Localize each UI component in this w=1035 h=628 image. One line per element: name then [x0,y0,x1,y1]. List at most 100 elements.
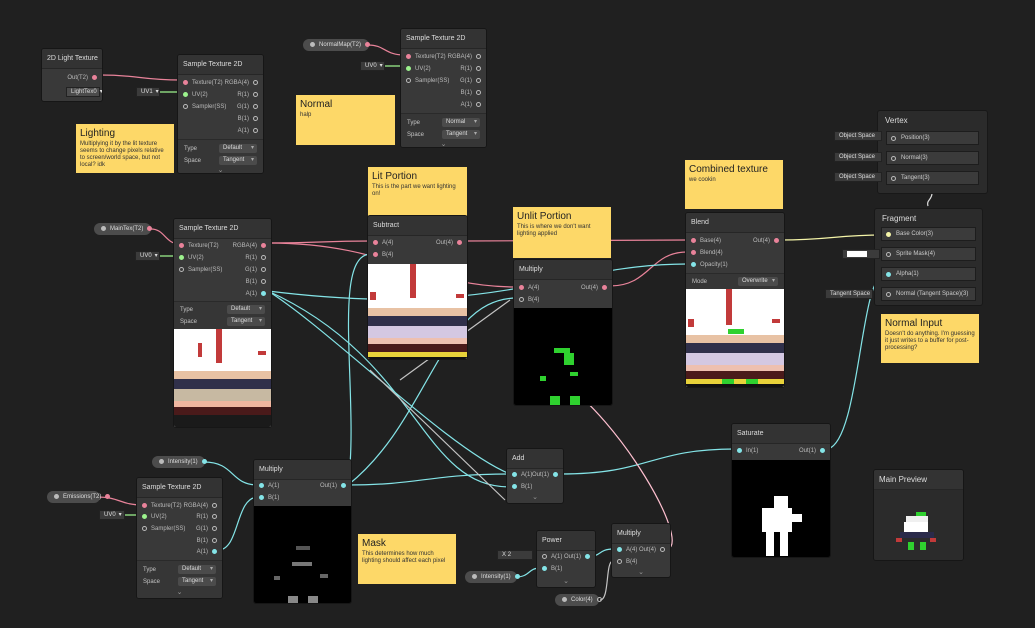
sampler-port[interactable]: Sampler(SS) [183,101,226,113]
a-port[interactable]: A(1) [461,99,481,111]
b-port[interactable]: B(1) [197,535,217,547]
intensity-property-1[interactable]: Intensity(1) [152,456,207,468]
normal-ts-block[interactable]: Normal (Tangent Space)(3) [881,287,976,301]
type-select[interactable]: Normal [442,118,480,127]
port-dot[interactable] [253,91,258,97]
multiply-color-node[interactable]: Multiply A(4) B(4) Out(4) ⌄ [611,523,671,578]
port-dot[interactable] [179,242,184,248]
r-port[interactable]: R(1) [245,252,266,264]
b-port[interactable]: B(1) [238,113,258,125]
port-dot[interactable] [737,447,742,453]
b-port[interactable]: B(4) [617,556,637,568]
port-dot[interactable] [891,156,896,161]
port-dot[interactable] [259,494,264,500]
collapse-chevron-icon[interactable]: ⌄ [532,494,538,501]
port-dot[interactable] [886,272,891,277]
sticky-note-normal[interactable]: Normal halp [296,95,395,145]
port-dot[interactable] [261,278,266,284]
tangent-space-chip[interactable]: Tangent Space [825,289,873,299]
port-dot[interactable] [617,546,622,552]
port-dot[interactable] [457,239,462,245]
out-port[interactable]: Out(4) [639,544,665,556]
rgba-port[interactable]: RGBA(4) [225,77,258,89]
power-node[interactable]: Power A(1) B(1) Out(1) ⌄ [536,530,596,588]
r-port[interactable]: R(1) [237,89,258,101]
g-port[interactable]: G(1) [460,75,481,87]
port-dot[interactable] [253,79,258,85]
port-dot[interactable] [476,65,481,71]
sticky-note-combined[interactable]: Combined texture we cookin [685,160,783,209]
port-dot[interactable] [774,237,779,243]
uv1-chip[interactable]: UV1▾ [136,87,160,97]
r-port[interactable]: R(1) [460,63,481,75]
port-dot[interactable] [212,502,217,508]
port-dot[interactable] [92,74,97,80]
space-select[interactable]: Tangent [227,317,265,326]
sampler-port[interactable]: Sampler(SS) [179,264,222,276]
sample-texture-light-node[interactable]: Sample Texture 2D Texture(T2) UV(2) Samp… [177,54,264,174]
port-dot[interactable] [406,77,411,83]
normal-block[interactable]: Normal(3) [886,151,979,165]
port-dot[interactable] [341,482,346,488]
b-port[interactable]: B(1) [461,87,481,99]
port-dot[interactable] [261,254,266,260]
b-port[interactable]: B(4) [519,294,539,306]
a-port[interactable]: A(4) [519,282,539,294]
base-port[interactable]: Base(4) [691,235,721,247]
port-dot[interactable] [212,537,217,543]
port-dot[interactable] [886,252,891,257]
collapse-chevron-icon[interactable]: ⌄ [217,167,224,174]
sticky-note-lit-portion[interactable]: Lit Portion This is the part we want lig… [368,167,467,216]
fragment-context[interactable]: Fragment Base Color(3) Sprite Mask(4) Al… [874,208,983,306]
port-dot[interactable] [261,266,266,272]
port-dot[interactable] [201,458,207,464]
sample-texture-emission-node[interactable]: Sample Texture 2D Texture(T2) UV(2) Samp… [136,477,223,599]
sticky-note-normal-input[interactable]: Normal Input Doesn't do anything. I'm gu… [881,314,979,363]
port-dot[interactable] [691,237,696,243]
sampler-port[interactable]: Sampler(SS) [406,75,449,87]
g-port[interactable]: G(1) [237,101,258,113]
port-dot[interactable] [212,548,217,554]
object-space-chip-3[interactable]: Object Space [834,172,882,182]
b-port[interactable]: B(1) [512,481,532,493]
space-select[interactable]: Tangent [178,577,216,586]
port-dot[interactable] [179,254,184,260]
type-select[interactable]: Default [227,305,265,314]
multiply-mask-node[interactable]: Multiply A(1) B(1) Out(1) [253,459,352,604]
uv0-chip-normal[interactable]: UV0▾ [360,61,385,71]
port-dot[interactable] [406,65,411,71]
port-dot[interactable] [476,53,481,59]
port-dot[interactable] [542,565,547,571]
blend-port[interactable]: Blend(4) [691,247,723,259]
b-port[interactable]: B(1) [259,492,279,504]
light-tex-selector[interactable]: LightTex0▾ [66,87,102,97]
port-dot[interactable] [476,101,481,107]
port-dot[interactable] [691,261,696,267]
port-dot[interactable] [183,79,188,85]
uv-port[interactable]: UV(2) [142,511,167,523]
port-dot[interactable] [259,482,264,488]
add-node[interactable]: Add A(1) B(1) Out(1) ⌄ [506,448,564,504]
a-port[interactable]: A(1) [259,480,279,492]
uv-port[interactable]: UV(2) [406,63,431,75]
out-port[interactable]: Out(4) [753,235,779,247]
texture-port[interactable]: Texture(T2) [406,51,446,63]
sampler-port[interactable]: Sampler(SS) [142,523,185,535]
in-port[interactable]: In(1) [737,445,758,457]
port-dot[interactable] [406,53,411,59]
port-dot[interactable] [373,239,378,245]
r-port[interactable]: R(1) [196,511,217,523]
mode-select[interactable]: Overwrite [738,277,778,286]
uv-port[interactable]: UV(2) [179,252,204,264]
port-dot[interactable] [373,251,378,257]
object-space-chip-1[interactable]: Object Space [834,131,882,141]
port-dot[interactable] [212,513,217,519]
port-dot[interactable] [179,266,184,272]
power-a-field[interactable]: X 2 [497,550,533,560]
